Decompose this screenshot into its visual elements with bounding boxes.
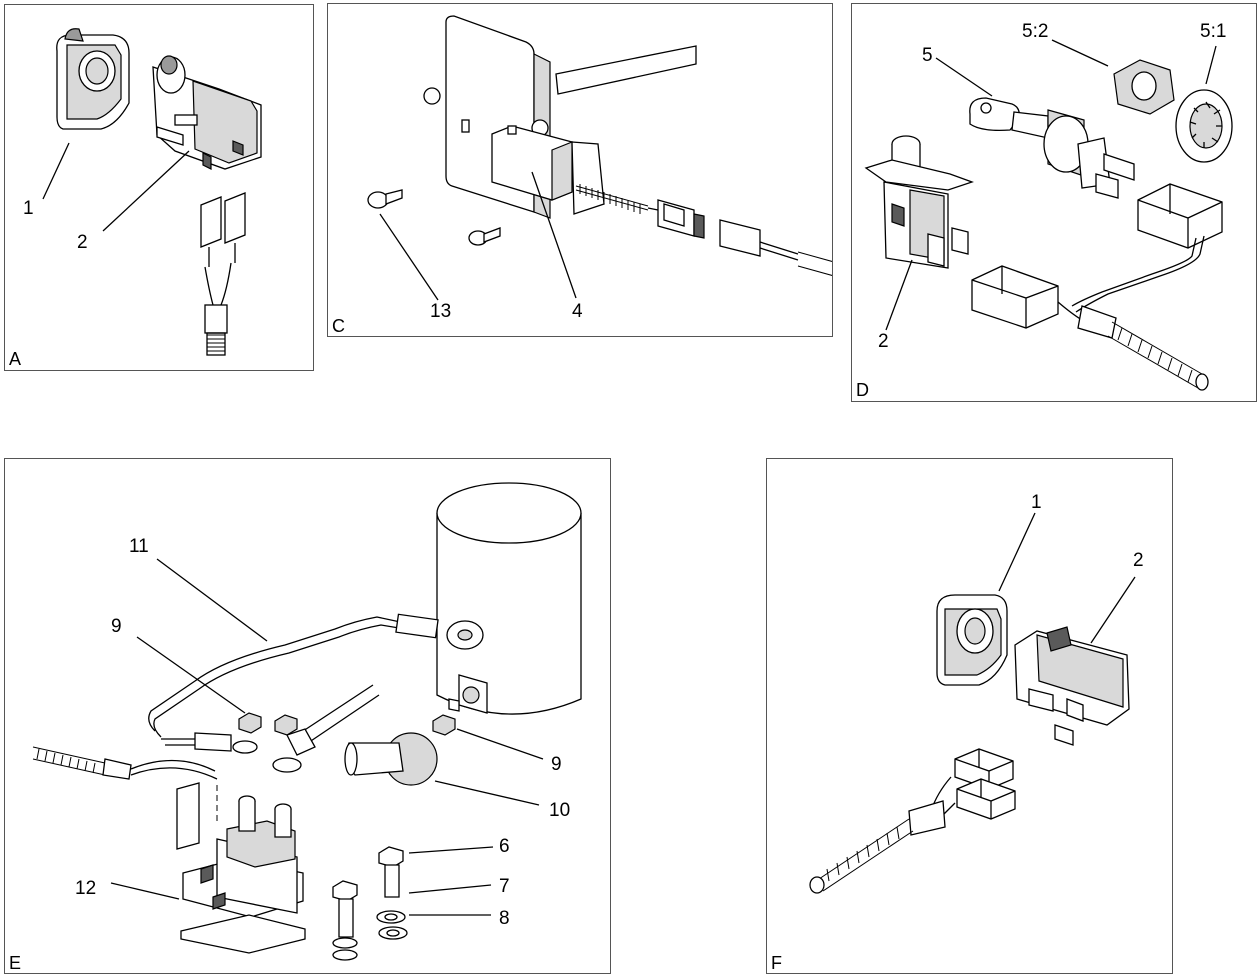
callout-7: 7 (499, 876, 510, 897)
leader-5-2 (1051, 39, 1109, 67)
panel-a: 1 2 A (4, 4, 314, 371)
leader-5-1 (1205, 45, 1217, 85)
leader-9-left (136, 636, 246, 714)
callout-13: 13 (430, 301, 452, 322)
callout-2: 2 (77, 232, 88, 253)
callout-2-f: 2 (1133, 550, 1144, 571)
leader-10 (434, 780, 540, 806)
callout-11: 11 (129, 536, 149, 557)
key-switch-part-5 (969, 97, 1135, 199)
leader-11 (156, 558, 268, 642)
battery-cable-ends (232, 684, 380, 773)
leader-2 (102, 150, 190, 232)
cable-and-connectors (575, 184, 832, 276)
motor-cylinder (436, 482, 582, 715)
leader-1-f (998, 512, 1036, 592)
screws-part-13 (367, 189, 501, 246)
leader-6 (408, 846, 494, 854)
lock-washer-part-5-1 (1175, 89, 1233, 163)
panel-label-d: D (856, 380, 869, 400)
callout-4: 4 (572, 301, 583, 322)
callout-9-right: 9 (551, 754, 562, 775)
callout-10: 10 (549, 800, 571, 821)
connector-harness (200, 192, 246, 356)
panel-label-a: A (9, 349, 22, 369)
threaded-stud (32, 746, 218, 831)
connector-harness-d (971, 183, 1223, 391)
nut-part-5-2 (1113, 59, 1175, 115)
leader-5 (935, 57, 993, 97)
hardware-parts-6-7-8 (332, 846, 408, 961)
panel-label-c: C (332, 316, 345, 336)
panel-d: 5 5:2 5:1 2 D (851, 3, 1257, 402)
callout-12: 12 (75, 878, 97, 899)
micro-switch-part-4 (491, 125, 605, 215)
leader-4 (531, 171, 577, 299)
panel-label-e: E (9, 953, 22, 973)
callout-9-left: 9 (111, 616, 122, 637)
callout-5-2: 5:2 (1022, 21, 1049, 42)
panel-d-drawing (864, 39, 1233, 391)
leader-7 (408, 884, 492, 894)
callout-5: 5 (922, 45, 933, 66)
callout-5-1: 5:1 (1200, 21, 1227, 42)
callout-6: 6 (499, 836, 510, 857)
leader-2-d (885, 259, 913, 331)
terminal-boot-part-10 (344, 732, 438, 786)
leader-1 (42, 142, 70, 200)
leader-2-f (1090, 576, 1136, 644)
solenoid-part-12 (176, 782, 306, 954)
bezel-part-1-f (936, 594, 1008, 686)
leader-13 (379, 213, 439, 301)
panel-a-drawing (42, 28, 262, 356)
switch-body-part-2-f (1014, 626, 1130, 746)
cable-part-11 (148, 613, 484, 752)
leader-12 (110, 882, 180, 900)
switch-body-part-2 (152, 55, 262, 170)
panel-f-drawing (809, 512, 1136, 894)
panel-f: 1 2 F (766, 458, 1173, 974)
callout-1: 1 (23, 198, 34, 219)
panel-e-drawing (32, 482, 582, 961)
panel-c-drawing (367, 15, 832, 301)
callout-8: 8 (499, 908, 510, 929)
callout-2-d: 2 (878, 331, 889, 352)
connector-harness-f (809, 748, 1016, 894)
panel-label-f: F (771, 953, 782, 973)
panel-c: 13 4 C (327, 3, 833, 337)
panel-e: 11 9 9 10 6 7 8 12 E (4, 458, 611, 974)
nuts-part-9 (238, 712, 456, 736)
callout-1-f: 1 (1031, 492, 1042, 513)
leader-9-right (456, 728, 544, 760)
push-switch-part-2 (864, 135, 974, 269)
bezel-part-1 (56, 28, 130, 130)
